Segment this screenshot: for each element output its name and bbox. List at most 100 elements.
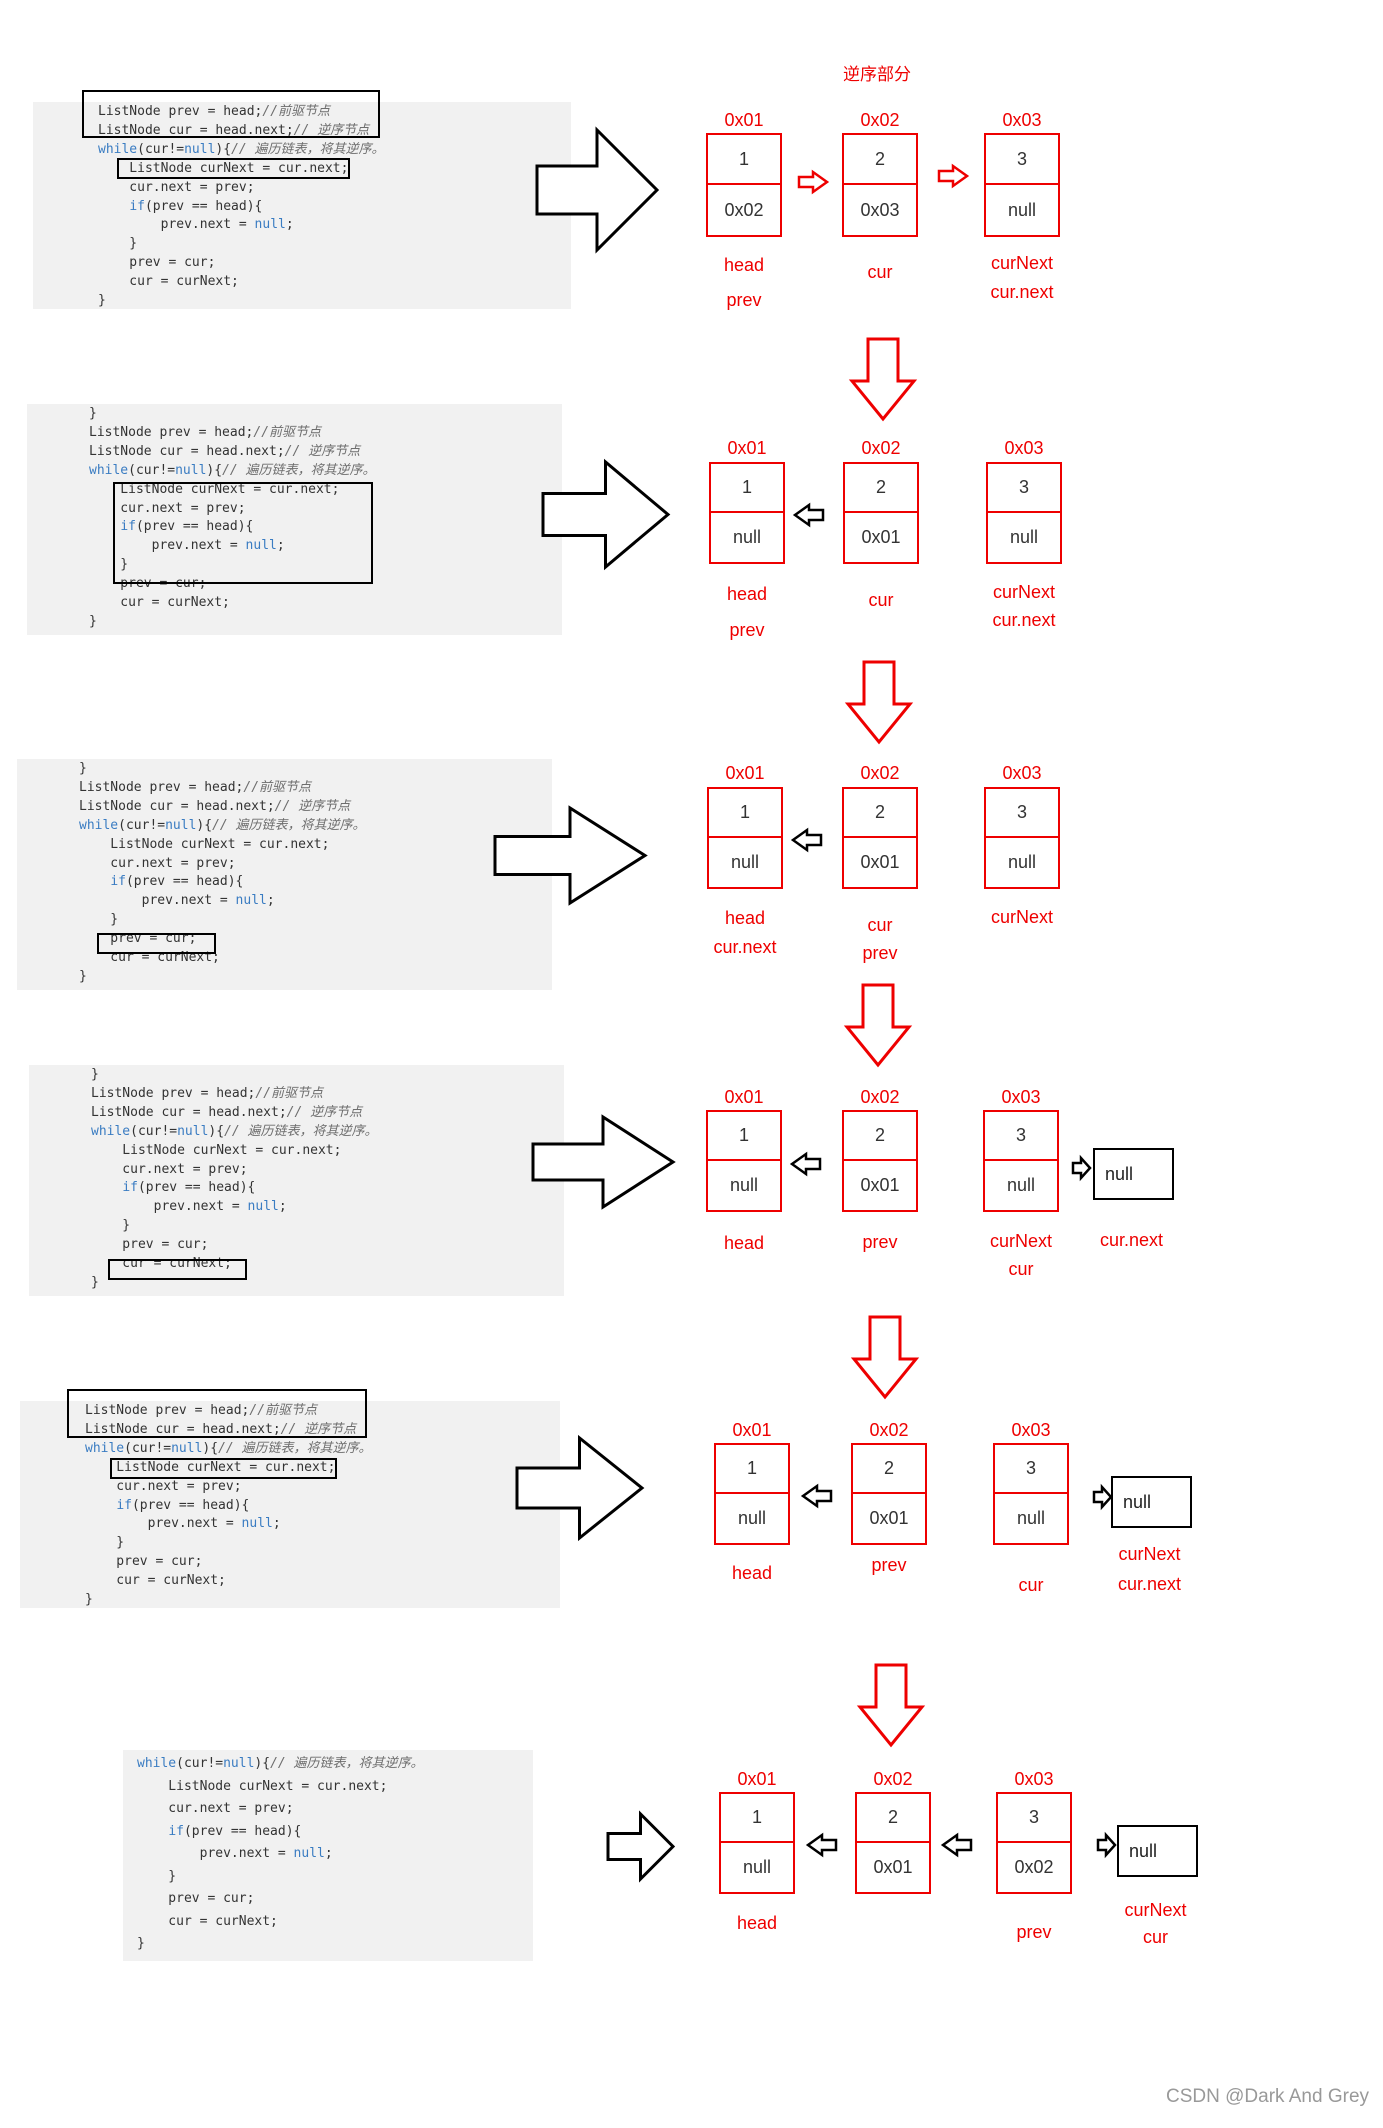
code-line: ListNode prev = head;//前驱节点 (98, 104, 331, 119)
code-line: cur = curNext; (98, 274, 239, 290)
node-next: 0x02 (1014, 1857, 1054, 1877)
pointer-label: cur.next (1099, 1230, 1164, 1250)
code-line: prev.next = null; (79, 893, 275, 909)
code-panel-6: while(cur!=null){// 遍历链表，将其逆序。 ListNode … (123, 1750, 533, 1961)
node-value: 3 (995, 1445, 1067, 1494)
link-arrow-right-icon (1071, 1154, 1092, 1182)
code-line: ListNode cur = head.next;// 逆序节点 (98, 122, 370, 138)
node-value: 1 (708, 135, 780, 185)
code-line: } (79, 968, 87, 984)
code-line: } (137, 1868, 177, 1884)
code-line: if(prev == head){ (122, 1180, 256, 1196)
node-value: 3 (986, 789, 1058, 838)
code-highlight-box (117, 158, 350, 179)
pointer-label: cur (1142, 1927, 1168, 1947)
node-address: 0x01 (737, 1769, 777, 1789)
pointer-label: head (723, 255, 765, 275)
link-arrow-right-icon (797, 169, 830, 195)
node-next: 0x01 (860, 1175, 900, 1195)
node-value: 1 (711, 464, 783, 513)
node-address: 0x02 (860, 1087, 900, 1107)
code-line: ListNode curNext = cur.next; (137, 1778, 388, 1794)
node-address: 0x03 (1004, 438, 1044, 458)
link-arrow-left-icon (800, 1483, 833, 1509)
code-line: } (85, 1592, 93, 1607)
code-line: prev = cur; (98, 255, 216, 271)
down-arrow-icon (843, 983, 913, 1068)
code-line: cur.next = prev; (91, 1161, 248, 1177)
code-highlight-box (110, 1458, 337, 1479)
watermark: CSDN @Dark And Grey (1166, 2086, 1370, 2107)
code-line: ListNode prev = head;//前驱节点 (89, 424, 322, 440)
node-value: 1 (721, 1794, 793, 1843)
code-line: prev = cur; (137, 1891, 255, 1906)
pointer-label: head (736, 1913, 778, 1933)
node-value: 2 (844, 789, 916, 838)
node-next: 0x01 (861, 527, 901, 547)
pointer-label: cur.next (992, 610, 1056, 630)
code-line: } (79, 912, 119, 928)
code-line: } (89, 406, 97, 421)
code-highlight-box (67, 1389, 367, 1438)
big-right-arrow-icon (493, 805, 648, 906)
pointer-label: head (723, 1233, 765, 1253)
pointer-label: curNext (989, 1231, 1052, 1251)
link-arrow-right-icon (937, 163, 970, 189)
node-next: null (1016, 1508, 1046, 1528)
code-line: } (85, 1535, 125, 1551)
code-line: cur.next = prev; (79, 855, 236, 871)
big-right-arrow-icon (606, 1810, 676, 1883)
pointer-label: cur (1018, 1575, 1044, 1595)
node-address: 0x02 (869, 1420, 909, 1440)
code-line: ListNode cur = head.next;// 逆序节点 (91, 1104, 363, 1120)
code-line: ListNode curNext = cur.next; (89, 481, 340, 497)
node-value: 2 (844, 1112, 916, 1161)
code-line: prev.next = null; (89, 538, 285, 554)
node-address: 0x01 (725, 763, 765, 783)
node-address: 0x02 (860, 763, 900, 783)
code-line: cur = curNext; (85, 1573, 226, 1589)
node-next: 0x01 (873, 1857, 913, 1877)
node-address: 0x03 (1001, 1087, 1041, 1107)
pointer-label: curNext (990, 907, 1053, 927)
pointer-label: cur.next (1117, 1574, 1182, 1594)
code-line: cur.next = prev; (89, 500, 246, 516)
link-arrow-left-icon (790, 827, 823, 853)
pointer-label: cur (867, 915, 893, 935)
code-line: cur.next = prev; (98, 179, 255, 195)
pointer-label: prev (729, 620, 765, 640)
code-line: while(cur!=null){// 遍历链表，将其逆序。 (85, 1440, 372, 1456)
list-node: 2 0x01 (842, 1110, 918, 1212)
pointer-label: cur.next (990, 282, 1054, 302)
pointer-label: cur (867, 262, 893, 282)
code-line: ListNode curNext = cur.next; (98, 160, 349, 176)
link-arrow-left-icon (789, 1151, 822, 1177)
code-line: ListNode prev = head;//前驱节点 (85, 1403, 318, 1418)
code-line: prev = cur; (85, 1554, 203, 1570)
node-address: 0x03 (1014, 1769, 1054, 1789)
code-line: } (98, 293, 106, 308)
node-value: 1 (716, 1445, 788, 1494)
pointer-label: prev (862, 943, 898, 963)
code-line: prev = cur; (91, 1237, 209, 1253)
down-arrow-icon (844, 660, 914, 745)
code-line: if(prev == head){ (120, 519, 254, 535)
list-node: 3 null (993, 1443, 1069, 1545)
code-line: cur.next = prev; (85, 1478, 242, 1494)
null-node-box: null (1117, 1825, 1198, 1877)
code-line: prev.next = null; (137, 1846, 333, 1861)
pointer-label: curNext (992, 582, 1055, 602)
node-address: 0x02 (873, 1769, 913, 1789)
node-next: 0x02 (724, 199, 764, 220)
node-next: null (729, 1175, 759, 1195)
